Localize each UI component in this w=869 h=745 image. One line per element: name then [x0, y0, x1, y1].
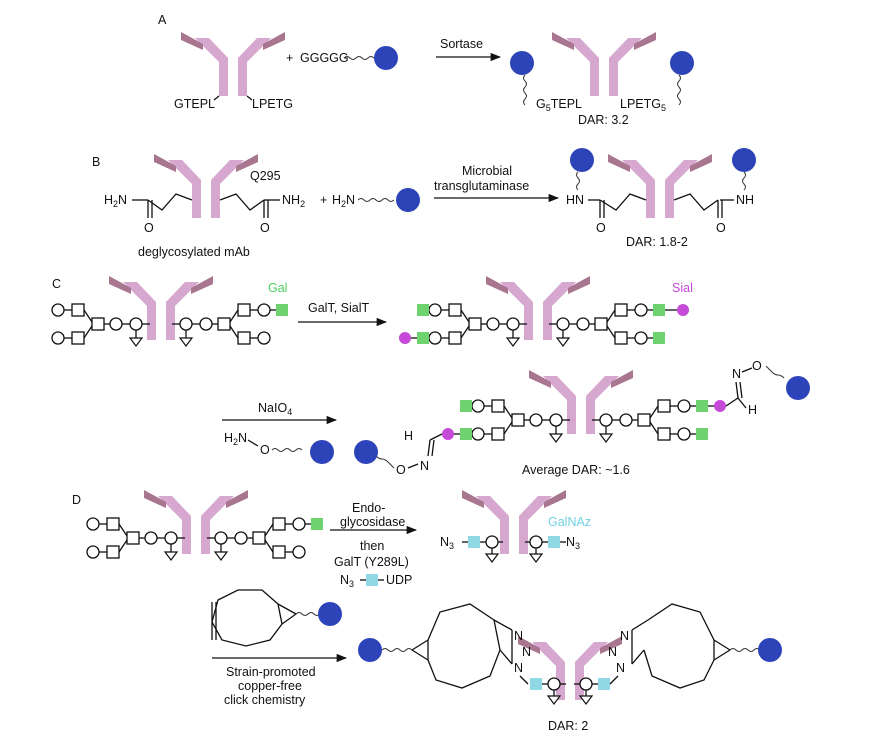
triazole-n-right-1: N	[616, 661, 625, 675]
hn-label: HN	[566, 193, 584, 207]
o-prod-left: O	[596, 221, 606, 235]
payload-c-reagent	[310, 440, 334, 464]
triazole-n-left-1: N	[514, 629, 523, 643]
sortase-label: Sortase	[440, 37, 483, 51]
glycan-c-mid-left	[428, 303, 528, 347]
glycan-d-start-right	[207, 518, 305, 560]
payload-a-left	[510, 51, 534, 75]
glycan-c-mid-right	[549, 304, 647, 346]
then-label: then	[360, 539, 384, 553]
payload-b-reagent	[396, 188, 420, 212]
panel-a-letter: A	[158, 13, 167, 27]
microbial-label: Microbial	[462, 164, 512, 178]
glycan-c-start-right	[172, 304, 270, 346]
antibody-b-product	[608, 154, 712, 218]
endo-label: Endo-	[352, 501, 385, 515]
antibody-d-end	[518, 636, 622, 700]
dar-d: DAR: 2	[548, 719, 588, 733]
glycan-c-end-left	[471, 399, 571, 443]
cyclooctyne	[211, 589, 283, 647]
glycine-linker: GGGGG	[300, 51, 349, 65]
payload-c-left	[354, 440, 378, 464]
payload-a-reagent	[374, 46, 398, 70]
gal-label: Gal	[268, 281, 287, 295]
h2n-left: H2N	[104, 193, 127, 209]
glycan-c-end-right	[592, 400, 690, 442]
antibody-d-start	[144, 490, 248, 554]
o-left: O	[144, 221, 154, 235]
amine-reagent: H2N	[332, 193, 355, 209]
payload-d-left	[358, 638, 382, 662]
transglutaminase-label: transglutaminase	[434, 179, 529, 193]
triazole-n-left-2: N	[522, 645, 531, 659]
payload-d-right	[758, 638, 782, 662]
payload-a-right	[670, 51, 694, 75]
tag-lpetg: LPETG	[252, 97, 293, 111]
naio4-label: NaIO4	[258, 401, 292, 417]
triazole-n-right-3: N	[620, 629, 629, 643]
antibody-b-left	[154, 154, 258, 218]
o-right: O	[260, 221, 270, 235]
triazole-n-right-2: N	[608, 645, 617, 659]
galt-sialt-label: GalT, SialT	[308, 301, 369, 315]
glycan-d-start-left	[86, 517, 186, 561]
payload-b-left	[570, 148, 594, 172]
strain-label: Strain-promoted	[226, 665, 316, 679]
oxime-h-left: H	[404, 429, 413, 443]
glycan-c-start-left	[51, 303, 151, 347]
payload-c-right	[786, 376, 810, 400]
plus-b: +	[320, 193, 327, 207]
click-label: click chemistry	[224, 693, 306, 707]
dar-a: DAR: 3.2	[578, 113, 629, 127]
o-prod-right: O	[716, 221, 726, 235]
galnaz-label: GalNAz	[548, 515, 591, 529]
antibody-c-end	[529, 370, 633, 434]
tag-gtepl: GTEPL	[174, 97, 215, 111]
udp-galnaz-unit	[366, 574, 378, 586]
product-tag-right: LPETG5	[620, 97, 666, 113]
oxime-n-right: N	[732, 367, 741, 381]
oxime-n-left: N	[420, 459, 429, 473]
panel-c-letter: C	[52, 277, 61, 291]
payload-b-right	[732, 148, 756, 172]
dar-c: Average DAR: ~1.6	[522, 463, 630, 477]
gal-unit	[276, 304, 288, 316]
q295-label: Q295	[250, 169, 281, 183]
oxime-h-right: H	[748, 403, 757, 417]
oxime-o-left: O	[396, 463, 406, 477]
nh-label: NH	[736, 193, 754, 207]
aminooxy-h2n: H2N	[224, 431, 247, 447]
n3-mid-left: N3	[440, 535, 454, 551]
panel-b-letter: B	[92, 155, 100, 169]
triazole-n-left-3: N	[514, 661, 523, 675]
n3-mid-right: N3	[566, 535, 580, 551]
antibody-a-left	[181, 32, 285, 96]
udp-label: UDP	[386, 573, 412, 587]
nh2-right: NH2	[282, 193, 305, 209]
deglycosylated-caption: deglycosylated mAb	[138, 245, 250, 259]
oxime-o-right: O	[752, 359, 762, 373]
copper-label: copper-free	[238, 679, 302, 693]
galt-y289l-label: GalT (Y289L)	[334, 555, 409, 569]
plus-a: +	[286, 51, 293, 65]
antibody-a-product	[552, 32, 656, 96]
panel-d-letter: D	[72, 493, 81, 507]
antibody-c-mid	[486, 276, 590, 340]
aminooxy-o: O	[260, 443, 270, 457]
sial-label: Sial	[672, 281, 693, 295]
product-tag-left: G5TEPL	[536, 97, 582, 113]
payload-d-reagent	[318, 602, 342, 626]
dar-b: DAR: 1.8-2	[626, 235, 688, 249]
glycosidase-label: glycosidase	[340, 515, 405, 529]
antibody-c-start	[109, 276, 213, 340]
udp-n3: N3	[340, 573, 354, 589]
